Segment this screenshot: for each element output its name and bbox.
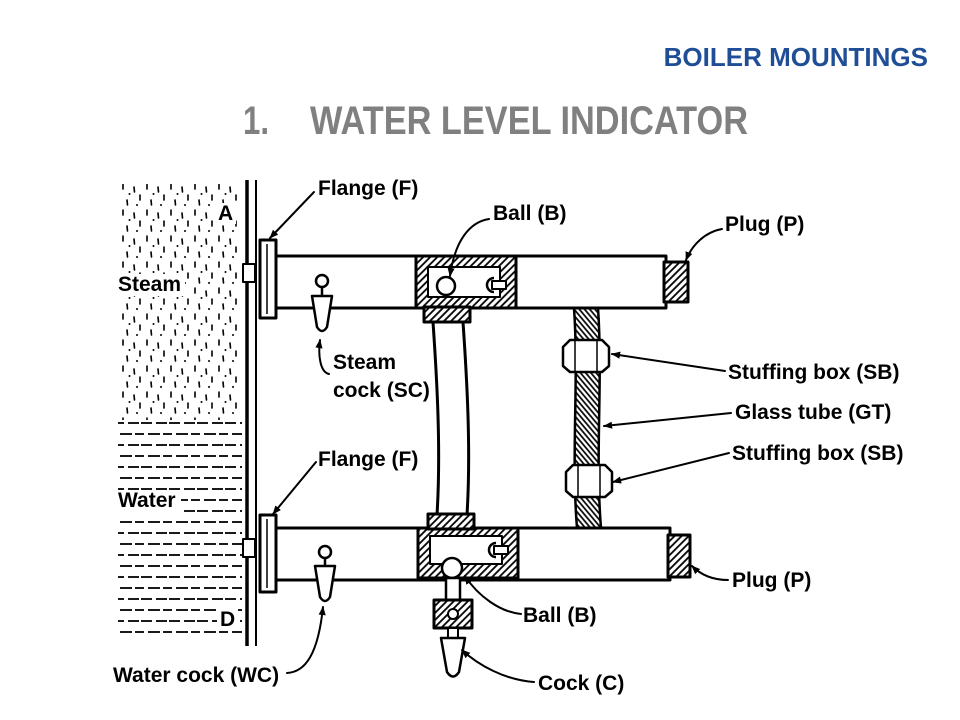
water-cock-handle	[313, 564, 337, 603]
label-ball-lower: Ball (B)	[523, 604, 597, 627]
label-background-a	[215, 203, 236, 224]
upper-housing-bolt-head	[485, 276, 495, 294]
leader-ball-upper	[447, 218, 490, 277]
lower-housing-bolt	[493, 545, 509, 555]
upper-housing-bolt	[491, 280, 507, 290]
upper-stuffing-box	[561, 338, 611, 374]
label-steam-cock-line-1: Steam	[333, 351, 396, 374]
connecting-tube	[431, 320, 471, 517]
leader-water-cock	[286, 606, 326, 674]
boiler-water-space	[118, 420, 242, 642]
lower-ball	[440, 556, 464, 580]
label-background-water	[115, 490, 181, 512]
leader-stuffing-box-upper	[611, 351, 726, 372]
label-background-d	[217, 609, 238, 630]
label-flange-lower: Flange (F)	[318, 448, 418, 471]
water-cock-knob	[317, 544, 333, 560]
leader-steam-cock	[315, 339, 330, 375]
label-glass-tube: Glass tube (GT)	[735, 401, 891, 424]
label-water: Water	[118, 489, 176, 512]
lower-stuffing-box	[564, 463, 614, 499]
leader-plug-lower	[691, 565, 729, 581]
connecting-tube-bottom-collar	[426, 512, 476, 531]
lower-ball-chamber	[429, 535, 503, 565]
heading-number: 1.	[243, 99, 269, 143]
leader-stuffing-box-lower	[612, 452, 730, 484]
label-background-steam	[115, 274, 185, 296]
label-plug-lower: Plug (P)	[732, 569, 811, 592]
drain-cock-bore	[447, 608, 459, 620]
section-title: BOILER MOUNTINGS	[664, 42, 928, 72]
leader-plug-upper	[685, 228, 723, 261]
lower-wall-passage	[242, 538, 256, 558]
label-steam: Steam	[118, 273, 181, 296]
label-water-cock: Water cock (WC)	[113, 664, 279, 687]
leader-cock	[461, 649, 535, 683]
lower-housing-bolt-head	[487, 541, 497, 559]
drain-cock-neck	[447, 627, 459, 639]
upper-flange	[258, 238, 278, 320]
steam-cock-knob	[314, 273, 330, 289]
drain-cock-stem	[444, 576, 462, 602]
label-point-d: D	[220, 608, 235, 631]
label-steam-cock-line-2: cock (SC)	[333, 379, 430, 402]
label-plug-upper: Plug (P)	[725, 213, 804, 236]
label-point-a: A	[218, 202, 233, 225]
lower-flange	[258, 513, 278, 594]
label-ball-upper: Ball (B)	[493, 202, 567, 225]
upper-ball	[435, 275, 457, 297]
steam-cock-handle	[310, 294, 334, 333]
label-flange-upper: Flange (F)	[318, 177, 418, 200]
label-cock: Cock (C)	[538, 672, 624, 695]
connecting-tube-top-collar	[422, 305, 472, 324]
drain-cock-handle	[439, 636, 467, 678]
diagram-labels: Flange (F) Ball (B) Plug (P) A Steam Ste…	[113, 177, 903, 695]
leader-ball-lower	[464, 575, 522, 615]
upper-plug	[662, 260, 690, 304]
diagram-line-art	[242, 180, 692, 678]
upper-wall-passage	[242, 263, 256, 283]
leader-glass-tube	[603, 412, 732, 429]
page-title: WATER LEVEL INDICATOR	[310, 99, 748, 143]
leader-lines	[269, 191, 732, 683]
lower-plug	[666, 533, 692, 579]
label-stuffing-box-lower: Stuffing box (SB)	[732, 442, 903, 465]
leader-flange-lower	[272, 461, 317, 515]
label-stuffing-box-upper: Stuffing box (SB)	[728, 361, 899, 384]
leader-flange-upper	[269, 191, 315, 239]
